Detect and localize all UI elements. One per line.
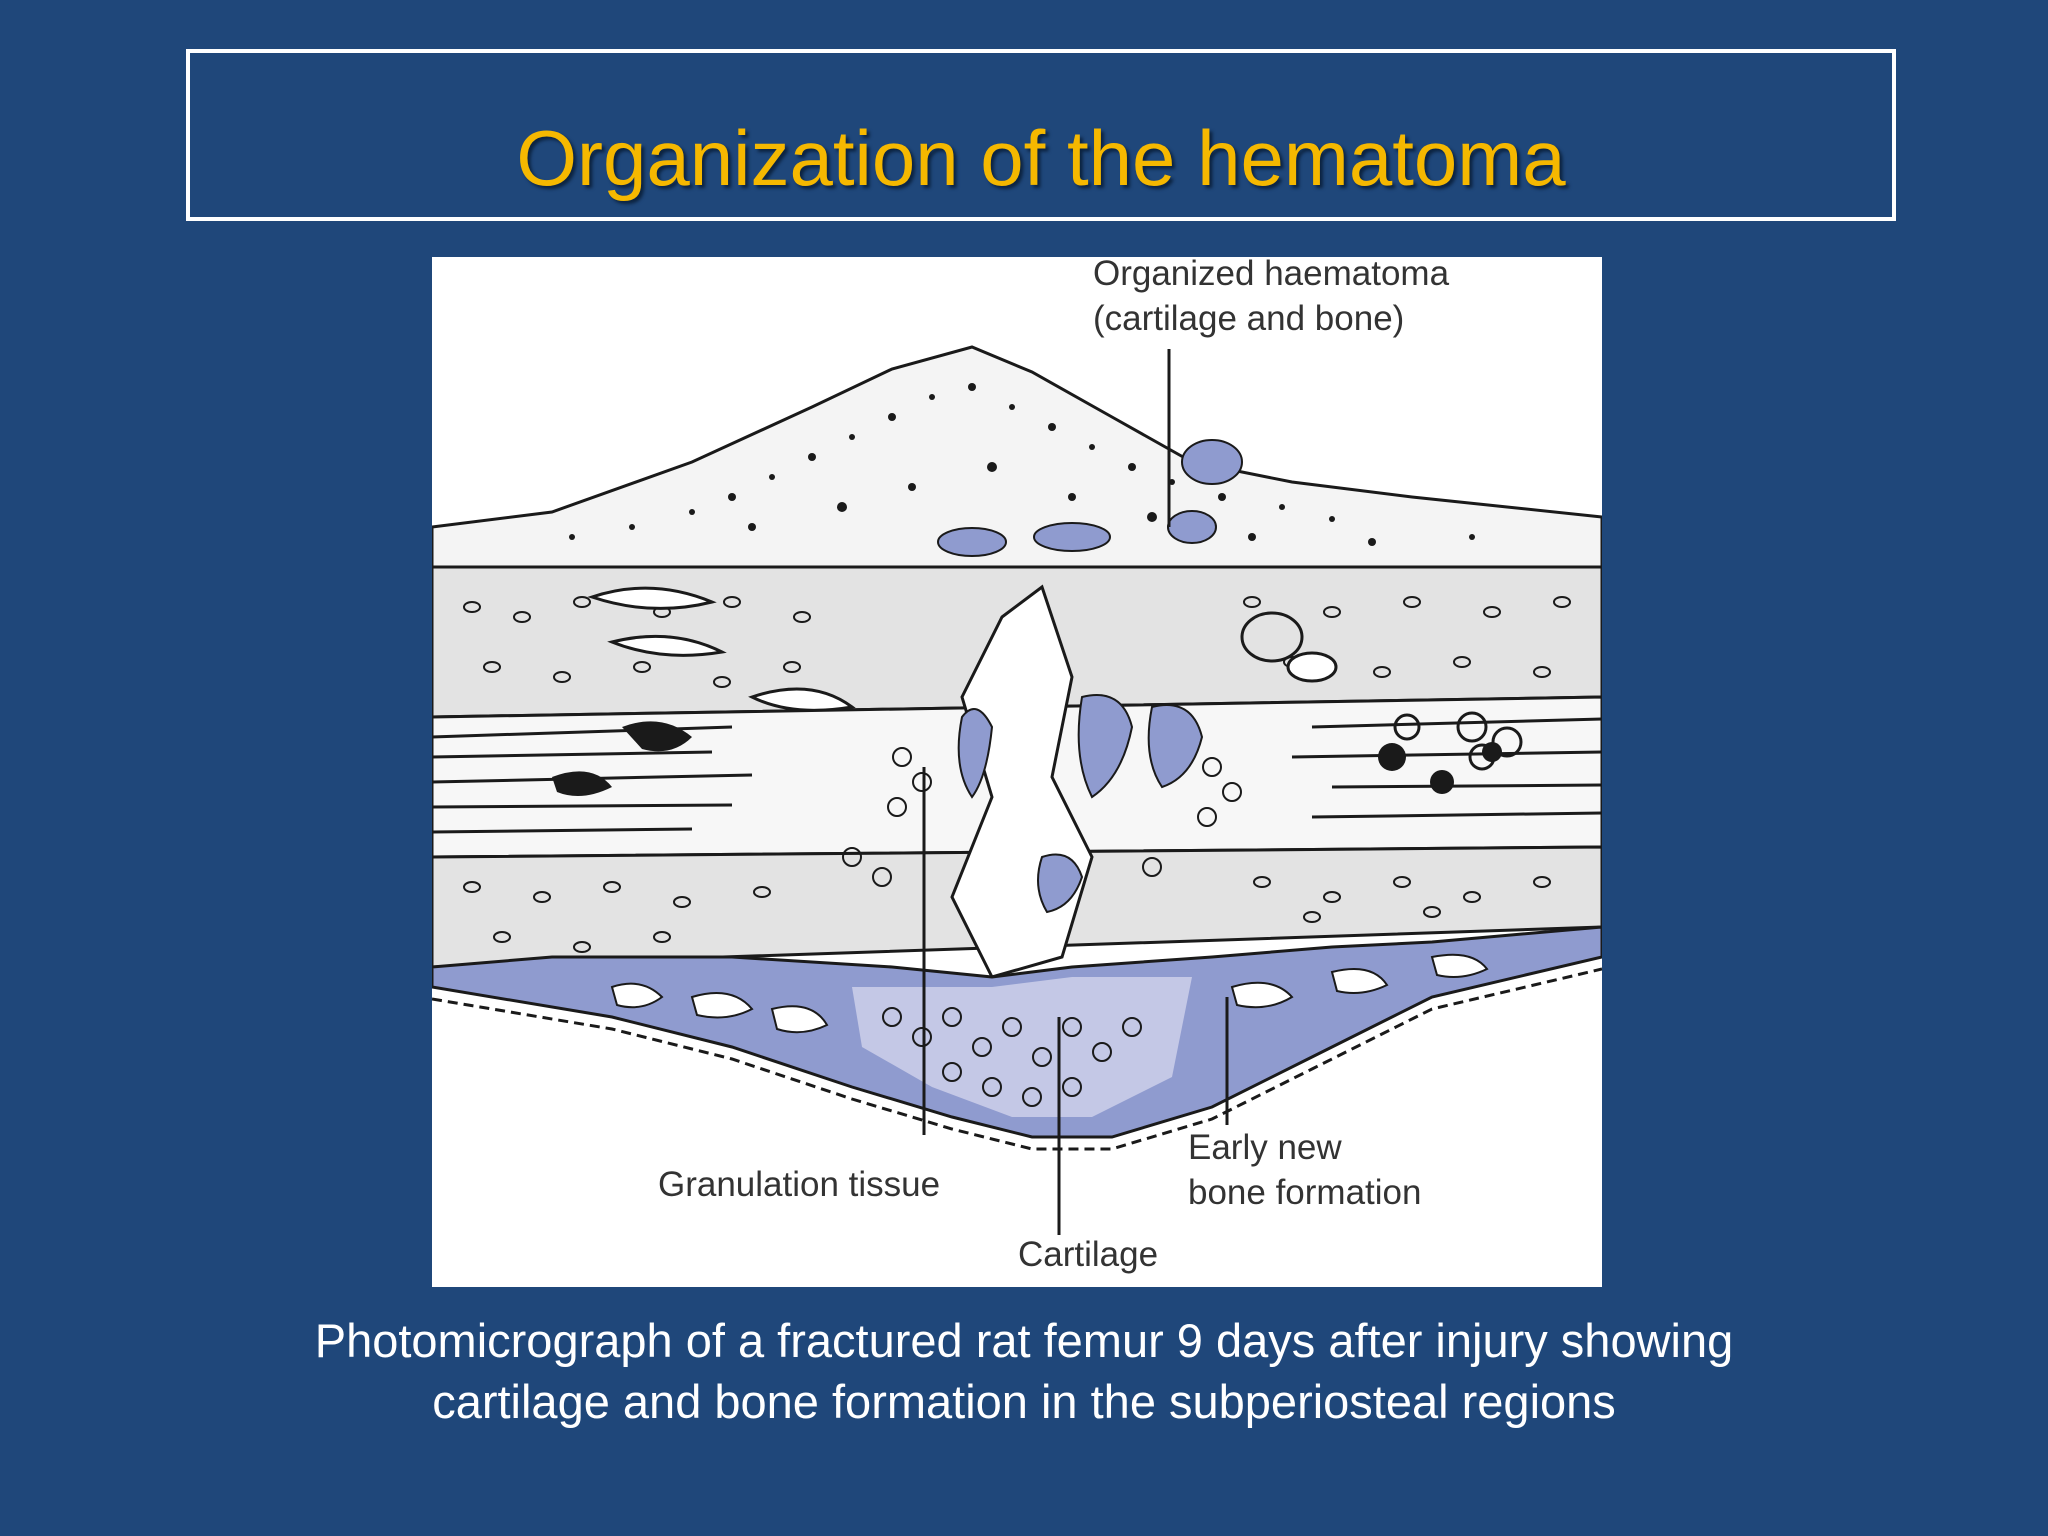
- gap-cells: [842, 747, 1242, 887]
- title-box: Organization of the hematoma: [186, 49, 1896, 221]
- caption-line2: cartilage and bone formation in the subp…: [432, 1375, 1616, 1428]
- upper-cortex-lacunae: [463, 596, 1571, 688]
- lower-callus-cells: [882, 1007, 1142, 1107]
- label-early-new-bone: Early new bone formation: [1188, 1125, 1421, 1215]
- label-organized-haematoma-line1: Organized haematoma: [1093, 254, 1450, 293]
- label-organized-haematoma-line2: (cartilage and bone): [1093, 299, 1405, 338]
- label-cartilage: Cartilage: [1018, 1235, 1159, 1274]
- lower-callus-light: [852, 977, 1192, 1117]
- slide-caption: Photomicrograph of a fractured rat femur…: [0, 1310, 2048, 1432]
- marrow-blobs: [552, 721, 1502, 796]
- upper-callus-islands: [937, 439, 1243, 557]
- fracture-illustration: Organized haematoma (cartilage and bone)…: [432, 254, 1602, 1287]
- fracture-diagram: [432, 345, 1602, 1235]
- lower-cortex-lacunae: [463, 876, 1551, 953]
- upper-callus-stipple: [569, 383, 1475, 546]
- marrow-cells: [1393, 711, 1523, 771]
- lower-callus-trabeculae: [610, 953, 1489, 1034]
- upper-cortex-canals: [587, 586, 1338, 712]
- label-early-new-bone-line1: Early new: [1188, 1128, 1342, 1167]
- gap-callus: [957, 694, 1204, 914]
- marrow-streaks: [432, 717, 1602, 834]
- label-granulation-tissue: Granulation tissue: [658, 1165, 941, 1204]
- label-early-new-bone-line2: bone formation: [1188, 1173, 1422, 1212]
- label-organized-haematoma: Organized haematoma (cartilage and bone): [1093, 251, 1449, 341]
- upper-callus-mound: [432, 345, 1602, 569]
- slide-title: Organization of the hematoma: [516, 114, 1566, 202]
- caption-line1: Photomicrograph of a fractured rat femur…: [314, 1314, 1734, 1367]
- periosteum-line: [432, 967, 1602, 1151]
